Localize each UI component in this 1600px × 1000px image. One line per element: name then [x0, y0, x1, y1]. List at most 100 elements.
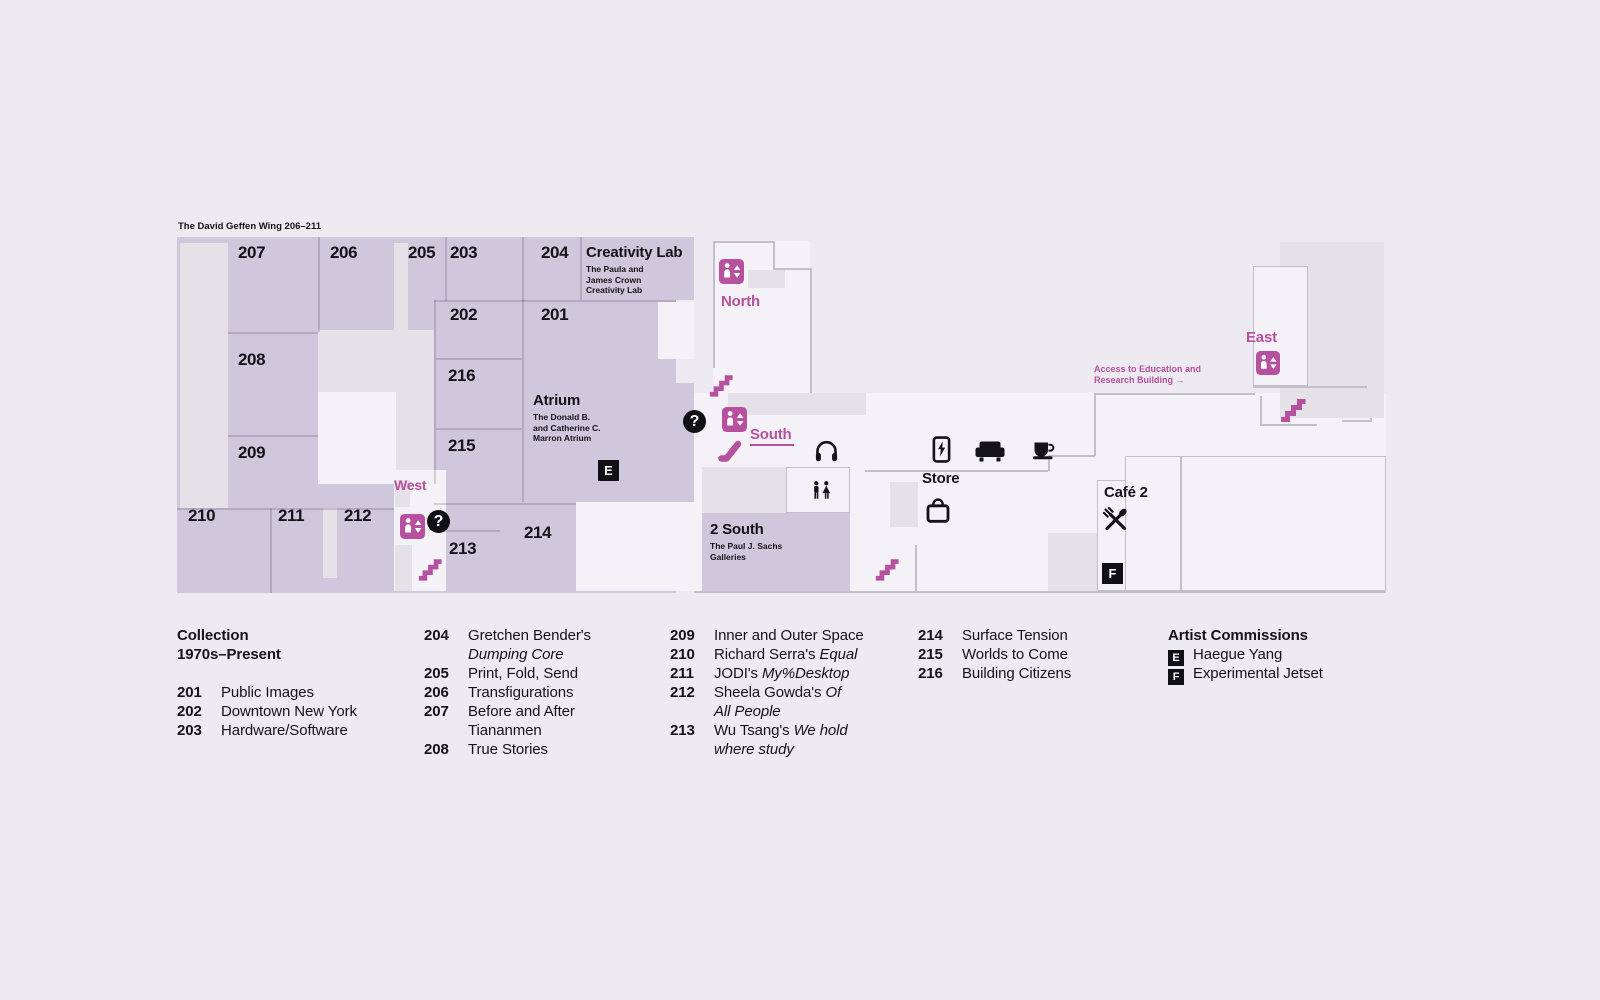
map-element: [1108, 512, 1127, 531]
map-element: [722, 407, 747, 432]
map-element: [979, 457, 984, 462]
room-label-201: 201: [541, 305, 569, 324]
map-element: Sheela Gowda's: [714, 684, 826, 701]
info-question-icon: ?: [683, 410, 706, 433]
floor-shape: [318, 392, 396, 484]
wall-line: [865, 470, 1048, 472]
map-element: [827, 493, 829, 499]
wall-line: [694, 591, 1386, 593]
south-direction-label: South: [750, 426, 792, 443]
map-element: [1261, 361, 1267, 369]
two-south-galleries: [702, 513, 850, 591]
legend-room-number: 209: [670, 627, 695, 644]
creativity-lab-label: Creativity Lab The Paula and James Crown…: [586, 245, 696, 296]
map-element: Of: [825, 684, 842, 701]
legend-entry: [177, 664, 357, 683]
service-shape: [318, 330, 434, 392]
map-element: [400, 514, 425, 539]
commission-badge-F: F: [1102, 563, 1123, 584]
legend-entry: 212 Sheela Gowda's Of: [670, 683, 864, 702]
wall-line: [434, 300, 676, 302]
service-shape: [396, 392, 434, 484]
wall-line: [436, 358, 522, 360]
map-element: [975, 441, 1005, 462]
room-label-204: 204: [541, 243, 569, 262]
map-element: [1281, 399, 1306, 422]
legend-room-number: 204: [424, 627, 449, 644]
map-element: [816, 440, 837, 455]
room-label-215: 215: [448, 436, 476, 455]
map-element: [814, 485, 819, 493]
legend-room-number: 210: [670, 646, 695, 663]
wall-line: [436, 428, 522, 430]
coffee-icon: [1032, 438, 1055, 461]
stairs-icon: [708, 372, 734, 397]
room-label-203: 203: [450, 243, 478, 262]
floor-shape: [1125, 456, 1386, 591]
map-element: [719, 259, 744, 284]
map-element: The Paul J. Sachs Galleries: [710, 541, 782, 562]
wing-title: The David Geffen Wing 206–211: [178, 221, 321, 232]
map-element: [1102, 506, 1114, 518]
wall-line: [228, 332, 318, 334]
room-label-212: 212: [344, 506, 372, 525]
wall-line: [177, 508, 394, 510]
map-element: [405, 518, 411, 523]
map-element: Before and After: [468, 703, 575, 720]
legend-title: 1970s–Present: [177, 646, 281, 663]
wall-line: [1342, 420, 1372, 422]
map-element: Public Images: [221, 684, 314, 701]
atrium-label: Atrium The Donald B. and Catherine C. Ma…: [533, 393, 601, 444]
legend-room-number: 205: [424, 665, 449, 682]
store-icon: [926, 497, 950, 523]
map-element: All People: [714, 703, 781, 720]
map-element: [824, 493, 827, 499]
legend-title: Collection: [177, 627, 249, 644]
wall-line: [1048, 455, 1050, 471]
service-shape: [748, 270, 785, 288]
stairs-icon: [1278, 396, 1308, 422]
map-element: Hardware/Software: [221, 722, 348, 739]
service-shape: [180, 243, 228, 508]
legend-room-number: 212: [670, 684, 695, 701]
wall-line: [1180, 456, 1182, 591]
room-label-208: 208: [238, 350, 266, 369]
service-shape: [728, 393, 866, 415]
elevator-icon: [722, 407, 747, 432]
legend-entry: where study: [670, 740, 864, 759]
map-element: Creativity Lab: [586, 244, 683, 261]
map-element: 2 South: [710, 521, 764, 538]
map-element: My%Desktop: [762, 665, 850, 682]
room-label-216: 216: [448, 366, 476, 385]
map-element: [1256, 351, 1280, 375]
service-shape: [395, 545, 412, 591]
map-element: [938, 441, 946, 457]
map-element: [718, 440, 742, 462]
wall-line: [1260, 424, 1317, 426]
map-element: Creativity Lab: [586, 285, 643, 295]
store-label: Store: [922, 470, 960, 487]
legend-entry: All People: [670, 702, 864, 721]
two-south-label: 2 South The Paul J. Sachs Galleries: [710, 522, 782, 562]
legend-room-number: 211: [670, 665, 694, 682]
north-direction-label: North: [721, 293, 760, 310]
west-direction-label: West: [394, 477, 427, 493]
map-element: [400, 514, 425, 539]
map-element: [1281, 399, 1306, 422]
map-element: James Crown: [586, 274, 642, 285]
map-element: [932, 436, 951, 463]
floor-shape: [658, 302, 694, 359]
map-element: [975, 441, 1005, 462]
stairs-icon: [874, 556, 900, 581]
service-shape: [890, 482, 918, 527]
map-element: [816, 492, 819, 499]
map-element: [1105, 512, 1123, 531]
map-element: Store: [922, 470, 960, 487]
cafe-label: Café 2: [1104, 485, 1148, 501]
seating-icon: [975, 441, 1005, 462]
legend-room-number: 213: [670, 722, 695, 739]
